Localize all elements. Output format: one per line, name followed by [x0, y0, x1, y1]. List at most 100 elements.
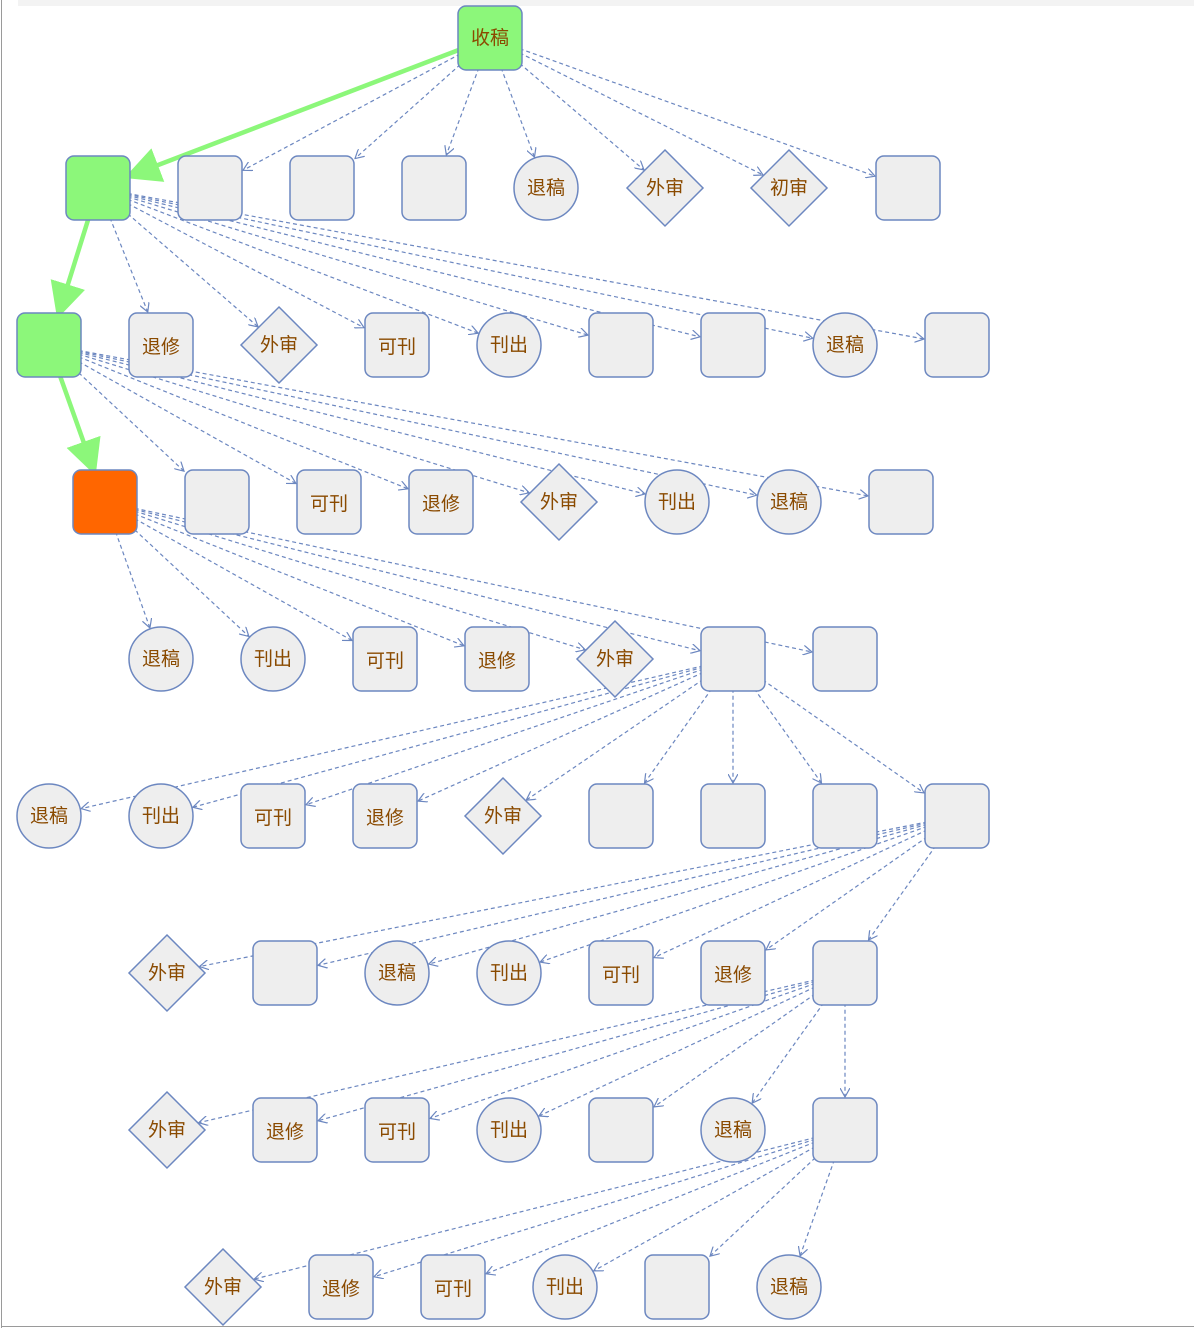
workflow-node[interactable]: 外审 — [127, 933, 207, 1013]
transition-edge — [519, 48, 875, 177]
workflow-node[interactable]: 外审 — [625, 148, 705, 228]
workflow-node[interactable]: 外审 — [183, 1247, 263, 1327]
workflow-node[interactable] — [812, 1097, 878, 1163]
workflow-node[interactable]: 刊出 — [240, 626, 306, 692]
rect-node-shape — [252, 1097, 318, 1163]
transition-edge — [710, 1157, 816, 1256]
node-label: 退修 — [142, 336, 180, 358]
node-label: 退修 — [422, 493, 460, 515]
transition-edge — [78, 350, 757, 495]
transition-edge — [486, 1141, 816, 1274]
workflow-node[interactable] — [924, 312, 990, 378]
top-bar — [18, 0, 1194, 6]
workflow-node[interactable]: 刊出 — [476, 940, 542, 1006]
transition-edge — [800, 1159, 835, 1256]
rect-node-shape — [588, 1097, 654, 1163]
workflow-node[interactable]: 可刊 — [240, 783, 306, 849]
node-label: 外审 — [484, 805, 522, 827]
node-label: 刊出 — [490, 1119, 528, 1141]
workflow-node[interactable]: 退修 — [252, 1097, 318, 1163]
workflow-node[interactable] — [588, 783, 654, 849]
diamond-node-shape — [239, 305, 319, 385]
current-workflow-node[interactable] — [72, 469, 138, 535]
workflow-node[interactable]: 退稿 — [364, 940, 430, 1006]
workflow-node[interactable]: 退修 — [700, 940, 766, 1006]
workflow-node[interactable]: 可刊 — [588, 940, 654, 1006]
rect-node-shape — [289, 155, 355, 221]
workflow-node[interactable] — [588, 1097, 654, 1163]
workflow-node[interactable]: 退修 — [308, 1254, 374, 1320]
diamond-node-shape — [127, 933, 207, 1013]
workflow-node[interactable]: 收稿 — [457, 5, 523, 71]
circle-node-shape — [476, 312, 542, 378]
node-label: 退稿 — [770, 1276, 808, 1298]
workflow-node[interactable]: 退修 — [128, 312, 194, 378]
workflow-node[interactable] — [924, 783, 990, 849]
rect-node-shape — [128, 312, 194, 378]
workflow-node[interactable]: 退修 — [464, 626, 530, 692]
workflow-node[interactable] — [700, 626, 766, 692]
workflow-node[interactable]: 退修 — [408, 469, 474, 535]
node-label: 退修 — [322, 1278, 360, 1300]
workflow-node[interactable]: 退稿 — [16, 783, 82, 849]
active-transition-edge — [57, 373, 101, 476]
node-label: 退修 — [266, 1121, 304, 1143]
nodes-layer: 收稿退稿外审初审退修外审可刊刊出退稿可刊退修外审刊出退稿退稿刊出可刊退修外审退稿… — [16, 5, 990, 1327]
rect-node-shape — [420, 1254, 486, 1320]
workflow-node[interactable]: 外审 — [463, 776, 543, 856]
workflow-node[interactable] — [289, 155, 355, 221]
workflow-node[interactable]: 退修 — [352, 783, 418, 849]
circle-node-shape — [476, 940, 542, 1006]
workflow-node[interactable]: 刊出 — [128, 783, 194, 849]
workflow-node[interactable] — [812, 626, 878, 692]
workflow-node[interactable] — [700, 312, 766, 378]
workflow-node[interactable] — [812, 940, 878, 1006]
workflow-node[interactable]: 可刊 — [364, 1097, 430, 1163]
workflow-node[interactable] — [875, 155, 941, 221]
workflow-node[interactable]: 可刊 — [296, 469, 362, 535]
circle-node-shape — [240, 626, 306, 692]
workflow-node[interactable] — [868, 469, 934, 535]
workflow-node[interactable] — [65, 155, 131, 221]
rect-node-shape — [352, 626, 418, 692]
workflow-node[interactable]: 退稿 — [756, 1254, 822, 1320]
workflow-node[interactable]: 刊出 — [476, 312, 542, 378]
workflow-node[interactable] — [644, 1254, 710, 1320]
diamond-node-shape — [575, 619, 655, 699]
workflow-node[interactable]: 刊出 — [476, 1097, 542, 1163]
workflow-node[interactable] — [177, 155, 243, 221]
transition-edge — [81, 665, 704, 809]
workflow-node[interactable]: 外审 — [519, 462, 599, 542]
workflow-node[interactable] — [700, 783, 766, 849]
node-label: 退稿 — [770, 491, 808, 513]
workflow-node[interactable] — [588, 312, 654, 378]
workflow-node[interactable]: 初审 — [749, 148, 829, 228]
workflow-node[interactable]: 外审 — [239, 305, 319, 385]
workflow-node[interactable]: 退稿 — [128, 626, 194, 692]
node-label: 退修 — [366, 807, 404, 829]
rect-node-shape — [588, 940, 654, 1006]
left-border — [1, 0, 2, 1328]
workflow-node[interactable] — [252, 940, 318, 1006]
node-label: 外审 — [260, 334, 298, 356]
rect-node-shape — [364, 1097, 430, 1163]
rect-node-shape — [401, 155, 467, 221]
workflow-node[interactable]: 刊出 — [532, 1254, 598, 1320]
workflow-node[interactable] — [812, 783, 878, 849]
transition-edge — [134, 513, 464, 646]
rect-node-shape — [464, 626, 530, 692]
workflow-node[interactable] — [16, 312, 82, 378]
workflow-node[interactable]: 退稿 — [812, 312, 878, 378]
workflow-node[interactable] — [401, 155, 467, 221]
workflow-node[interactable] — [184, 469, 250, 535]
workflow-node[interactable]: 外审 — [575, 619, 655, 699]
active-transition-edge — [124, 47, 462, 182]
workflow-node[interactable]: 刊出 — [644, 469, 710, 535]
workflow-node[interactable]: 退稿 — [756, 469, 822, 535]
workflow-node[interactable]: 退稿 — [700, 1097, 766, 1163]
workflow-node[interactable]: 可刊 — [352, 626, 418, 692]
workflow-node[interactable]: 外审 — [127, 1090, 207, 1170]
workflow-node[interactable]: 可刊 — [364, 312, 430, 378]
workflow-node[interactable]: 可刊 — [420, 1254, 486, 1320]
workflow-node[interactable]: 退稿 — [513, 155, 579, 221]
